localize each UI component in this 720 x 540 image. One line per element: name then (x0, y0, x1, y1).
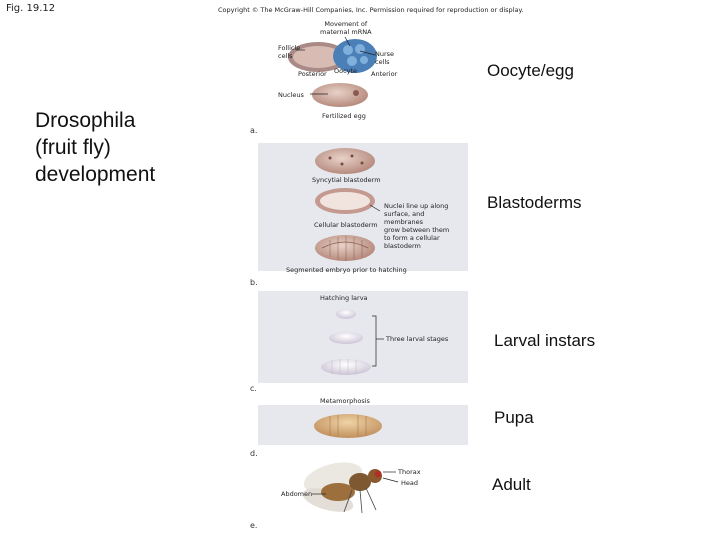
hatching-label: Hatching larva (320, 294, 368, 302)
stage-larval-label: Larval instars (494, 331, 596, 350)
stage-blastoderms-label: Blastoderms (487, 193, 582, 212)
adult-fly (302, 462, 399, 514)
figure-label: Fig. 19.12 (6, 3, 56, 14)
pupa-case (314, 414, 382, 438)
follicle-label: Follicle cells (278, 44, 300, 60)
stage-adult-label: Adult (492, 475, 531, 494)
anterior-label: Anterior (371, 70, 398, 78)
cellular-blastoderm (315, 188, 381, 214)
syncytial-label: Syncytial blastoderm (312, 176, 381, 184)
stage-pupa-label: Pupa (494, 408, 534, 427)
abdomen-label: Abdomen (281, 490, 313, 498)
egg-chamber (288, 36, 377, 73)
nurse-label-line: Nurse (375, 50, 395, 58)
panel-e-letter: e. (250, 521, 258, 530)
movement-label-line: Movement of (324, 20, 368, 28)
nuclei-description-line: Nuclei line up along (384, 202, 449, 210)
fertilized-egg-label: Fertilized egg (322, 112, 366, 120)
main-title-line: (fruit fly) (35, 136, 111, 159)
nuclei-description: Nuclei line up along surface, and membra… (384, 202, 449, 250)
main-title: Drosophila (fruit fly) development (35, 107, 155, 188)
cellular-label: Cellular blastoderm (314, 221, 378, 229)
follicle-label-line: cells (278, 52, 293, 60)
larva-first (336, 309, 356, 319)
fertilized-egg (310, 83, 368, 107)
head-label: Head (401, 479, 418, 487)
nuclei-description-line: to form a cellular (384, 234, 440, 242)
nuclei-description-line: blastoderm (384, 242, 421, 250)
panel-d-letter: d. (250, 449, 258, 458)
three-stages-label: Three larval stages (386, 335, 449, 343)
nuclei-description-line: membranes (384, 218, 423, 226)
posterior-label: Posterior (298, 70, 327, 78)
nuclei-description-line: grow between them (384, 226, 450, 234)
metamorphosis-label: Metamorphosis (320, 397, 370, 405)
stage-oocyte-label: Oocyte/egg (487, 61, 574, 80)
larva-second (329, 332, 363, 344)
movement-label-line: maternal mRNA (320, 28, 372, 36)
follicle-label-line: Follicle (278, 44, 301, 52)
main-title-line: Drosophila (35, 109, 136, 132)
panel-c-letter: c. (250, 384, 257, 393)
panel-a-letter: a. (250, 126, 258, 135)
syncytial-blastoderm (315, 148, 375, 174)
oocyte-label: Oocyte (334, 67, 358, 75)
nuclei-description-line: surface, and (384, 210, 425, 218)
segmented-embryo (315, 235, 375, 261)
segmented-label: Segmented embryo prior to hatching (286, 266, 407, 274)
nurse-label-line: cells (375, 58, 390, 66)
main-title-line: development (35, 163, 156, 186)
nurse-label: Nurse cells (375, 50, 394, 66)
thorax-label: Thorax (398, 468, 421, 476)
nucleus-label: Nucleus (278, 91, 304, 99)
panel-b-letter: b. (250, 278, 258, 287)
copyright-notice: Copyright © The McGraw-Hill Companies, I… (218, 6, 524, 14)
movement-label: Movement of maternal mRNA (320, 20, 372, 36)
larva-third (321, 359, 371, 375)
larval-stage-bracket (372, 315, 384, 367)
